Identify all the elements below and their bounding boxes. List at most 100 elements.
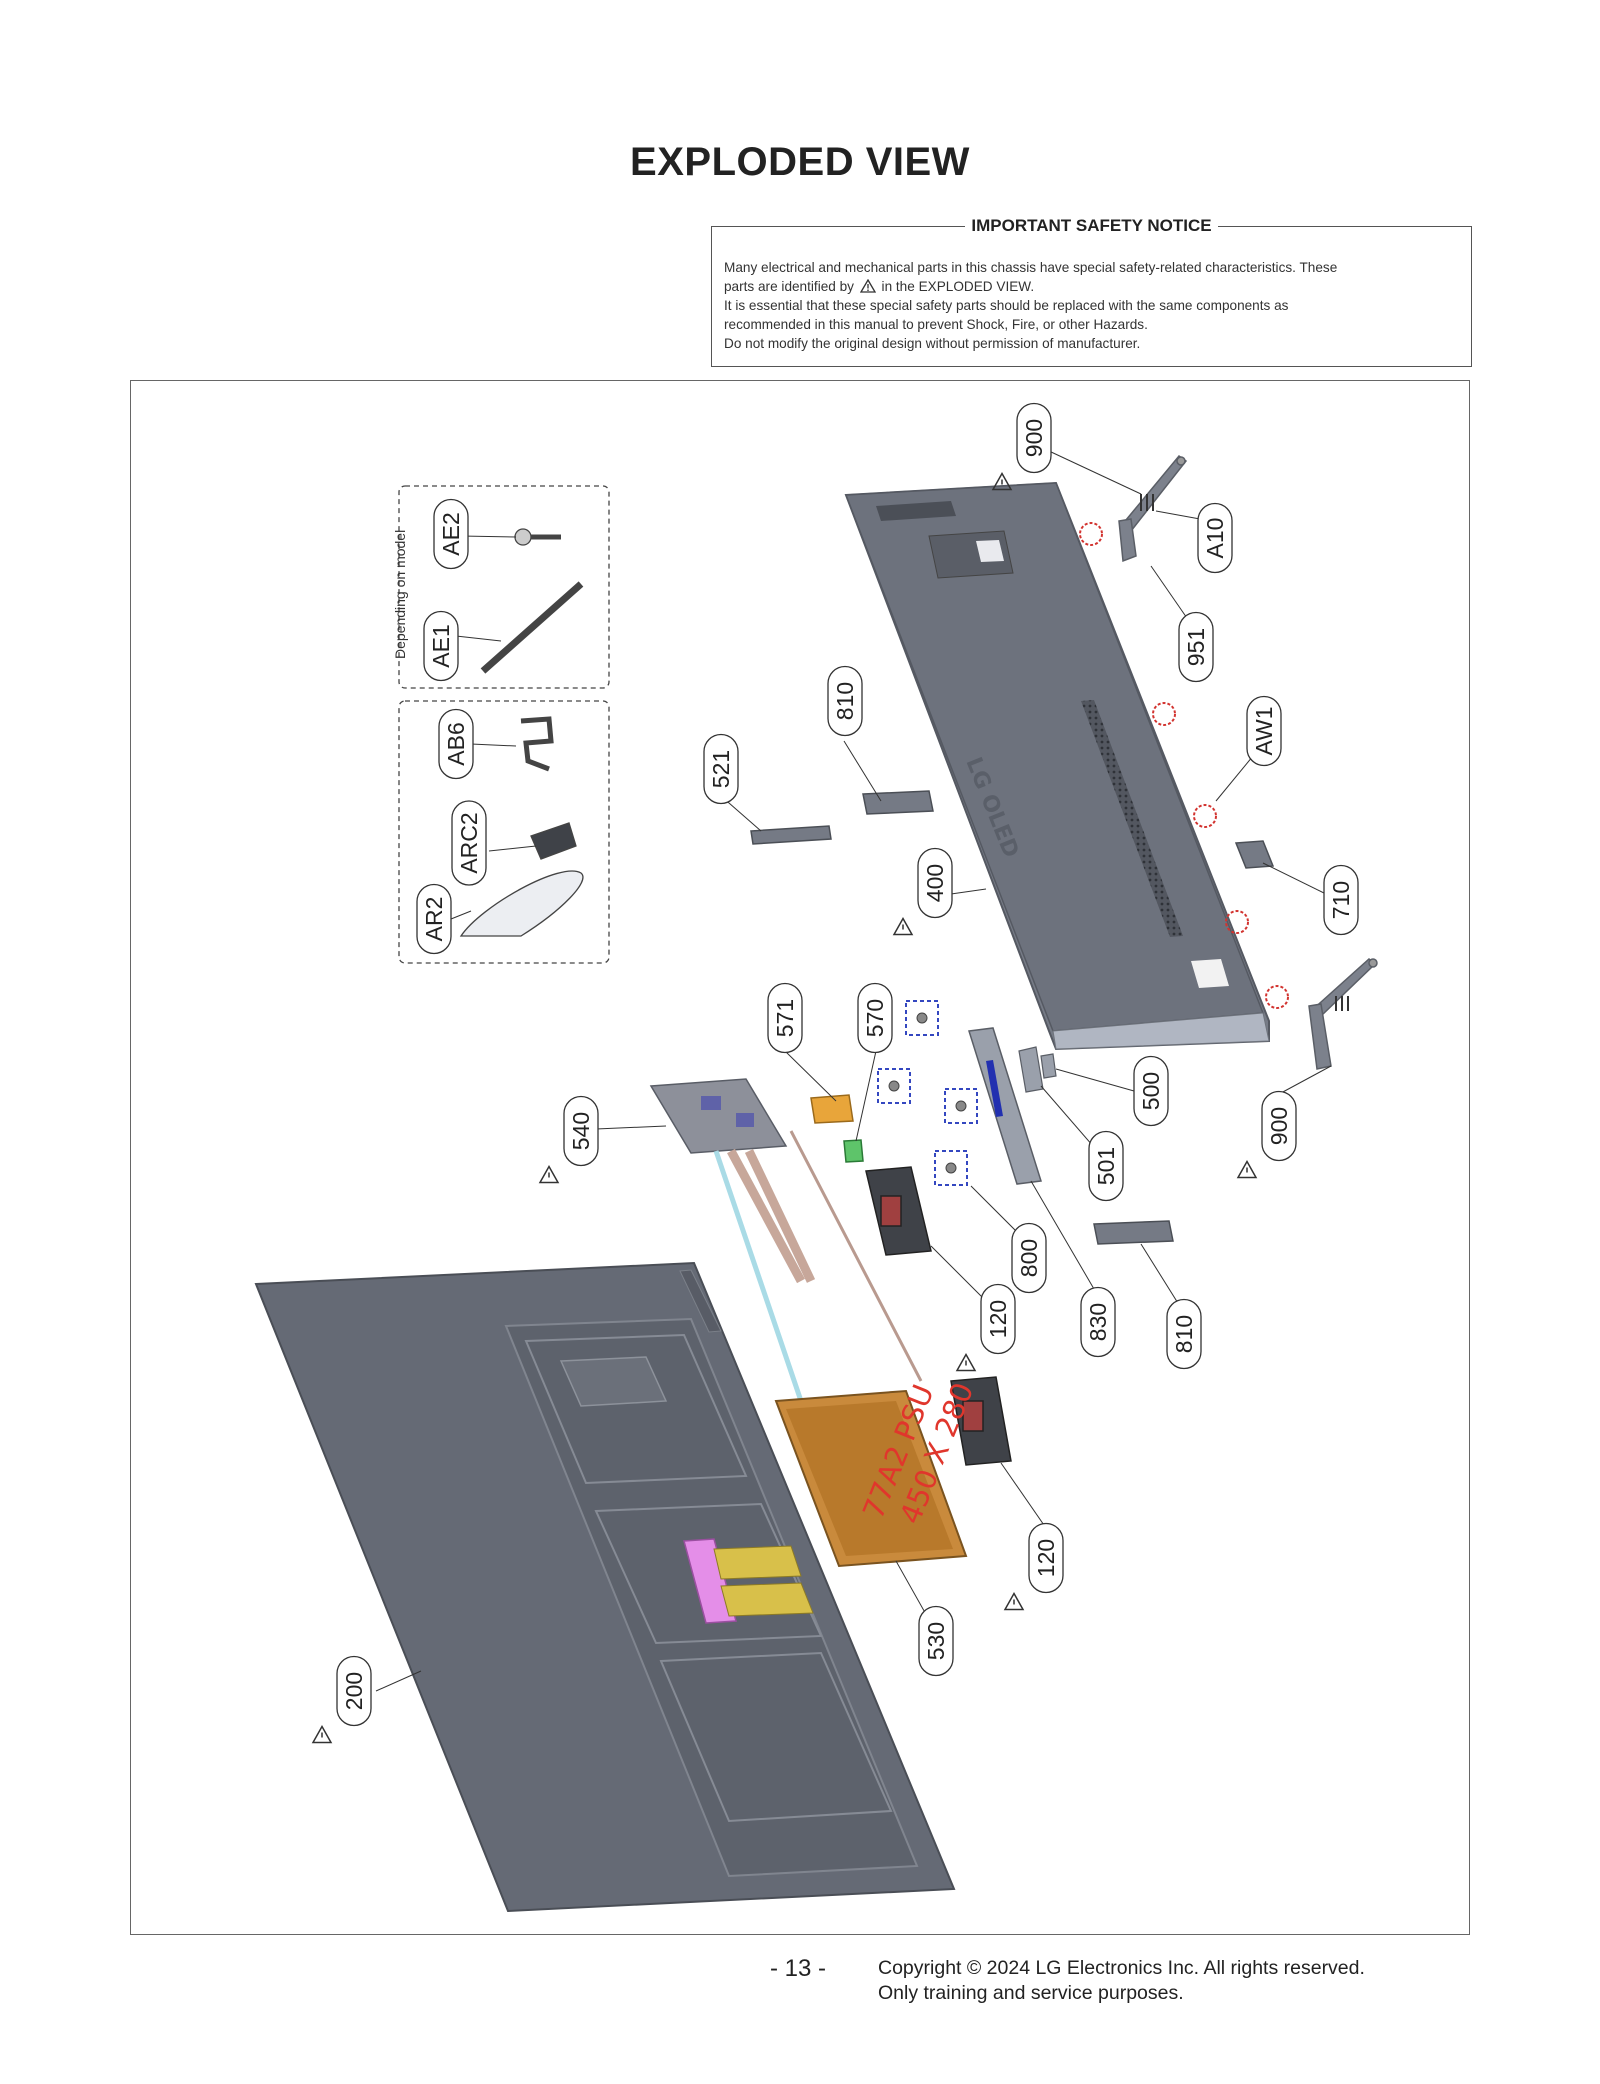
callout-800: 800 [1011, 1222, 1047, 1294]
diagram-artwork: LG OLED [254, 402, 1378, 1913]
callout-label: 900 [1021, 419, 1047, 457]
copyright: Copyright © 2024 LG Electronics Inc. All… [878, 1956, 1365, 2006]
notice-line-1: Many electrical and mechanical parts in … [724, 260, 1338, 275]
notice-line-2-a: parts are identified by [724, 279, 854, 294]
callout-pill [423, 610, 459, 682]
notice-line-2-b: in the EXPLODED VIEW. [881, 279, 1035, 294]
callout-label: 200 [341, 1672, 367, 1710]
callout-pill [438, 708, 474, 780]
callout-521: 521 [703, 733, 739, 805]
callout-pill [827, 665, 863, 737]
copyright-line-1: Copyright © 2024 LG Electronics Inc. All… [878, 1957, 1365, 1979]
callout-label: 500 [1138, 1072, 1164, 1110]
callout-810: 810 [1166, 1298, 1202, 1370]
callout-571: 571 [767, 982, 803, 1054]
callout-pill [1323, 864, 1359, 936]
callout-pill [1016, 402, 1052, 474]
callout-arc2: ARC2 [451, 800, 487, 886]
exploded-view-diagram: LG OLED [130, 380, 1470, 1935]
stand-bottom [1308, 958, 1378, 1070]
callout-ab6: AB6 [438, 708, 474, 780]
callout-pill [917, 847, 953, 919]
callout-label: 570 [862, 999, 888, 1037]
callout-120: 120 [955, 1283, 1016, 1372]
callout-ae2: AE2 [433, 498, 469, 570]
callout-570: 570 [857, 982, 893, 1054]
main-board [649, 1078, 788, 1154]
callout-label: 120 [985, 1300, 1011, 1338]
safety-notice-title: IMPORTANT SAFETY NOTICE [712, 216, 1471, 236]
callout-900: 900 [991, 402, 1052, 491]
safety-warning-icon [538, 1164, 560, 1184]
callout-pill [703, 733, 739, 805]
board-570 [843, 1139, 864, 1163]
callout-pill [416, 883, 452, 955]
callout-label: 951 [1183, 628, 1209, 666]
callout-label: 540 [568, 1112, 594, 1150]
callout-540: 540 [538, 1095, 599, 1184]
callout-pill [1246, 695, 1282, 767]
callout-label: AW1 [1251, 707, 1277, 756]
safety-notice-box: IMPORTANT SAFETY NOTICE Many electrical … [711, 216, 1472, 367]
stand-top [1118, 454, 1188, 563]
callout-830: 830 [1080, 1286, 1116, 1358]
safety-warning-icon [859, 279, 876, 293]
callout-530: 530 [918, 1605, 954, 1677]
callout-pill [336, 1655, 372, 1727]
callout-label: 830 [1085, 1303, 1111, 1341]
callout-951: 951 [1178, 611, 1214, 683]
stand-screws [1140, 494, 1349, 1011]
callout-label: 521 [708, 750, 734, 788]
callout-120: 120 [1003, 1522, 1064, 1611]
callout-pill [918, 1605, 954, 1677]
callout-200: 200 [311, 1655, 372, 1744]
safety-warning-icon [955, 1352, 977, 1372]
callout-pill [1011, 1222, 1047, 1294]
callout-label: ARC2 [456, 812, 482, 873]
callout-label: AE1 [428, 624, 454, 667]
blue-screw-markers [877, 1000, 978, 1186]
callout-label: 810 [832, 682, 858, 720]
page-title: EXPLODED VIEW [630, 140, 970, 184]
callout-pill [767, 982, 803, 1054]
display-panel [254, 1261, 956, 1913]
callout-pill [1088, 1130, 1124, 1202]
callouts: 900A10951AW1710810521400AE2AE1AB6ARC2AR2… [311, 402, 1359, 1744]
callout-810: 810 [827, 665, 863, 737]
notice-line-4: recommended in this manual to prevent Sh… [724, 317, 1148, 332]
callout-label: 501 [1093, 1147, 1119, 1185]
callout-pill [433, 498, 469, 570]
callout-label: 400 [922, 864, 948, 902]
safety-warning-icon [311, 1724, 333, 1744]
board-571 [810, 1094, 854, 1124]
callout-ae1: AE1 [423, 610, 459, 682]
callout-pill [1133, 1055, 1169, 1127]
callout-a10: A10 [1197, 502, 1233, 574]
callout-label: 571 [772, 999, 798, 1037]
optional-parts-boxes [398, 485, 610, 964]
notice-line-3: It is essential that these special safet… [724, 298, 1289, 313]
callout-500: 500 [1133, 1055, 1169, 1127]
callout-label: A10 [1202, 518, 1228, 559]
callout-label: 710 [1328, 881, 1354, 919]
ribbon-cables [713, 1130, 923, 1402]
callout-900: 900 [1236, 1090, 1297, 1179]
callout-pill [1197, 502, 1233, 574]
bracket-830 [968, 1027, 1042, 1185]
callout-label: AB6 [443, 722, 469, 765]
callout-label: 120 [1033, 1539, 1059, 1577]
page-number: - 13 - [770, 1955, 827, 1982]
callout-400: 400 [892, 847, 953, 936]
callout-label: AE2 [438, 512, 464, 555]
notice-line-2: parts are identified by in the EXPLODED … [724, 277, 1457, 296]
optional-group-label: Depending on model [392, 530, 408, 659]
callout-501: 501 [1088, 1130, 1124, 1202]
notice-line-5: Do not modify the original design withou… [724, 336, 1141, 351]
callout-710: 710 [1323, 864, 1359, 936]
safety-warning-icon [1003, 1591, 1025, 1611]
copyright-line-2: Only training and service purposes. [878, 1982, 1184, 2004]
callout-label: 530 [923, 1622, 949, 1660]
callout-label: 810 [1171, 1315, 1197, 1353]
callout-pill [563, 1095, 599, 1167]
safety-notice-title-text: IMPORTANT SAFETY NOTICE [965, 216, 1218, 235]
